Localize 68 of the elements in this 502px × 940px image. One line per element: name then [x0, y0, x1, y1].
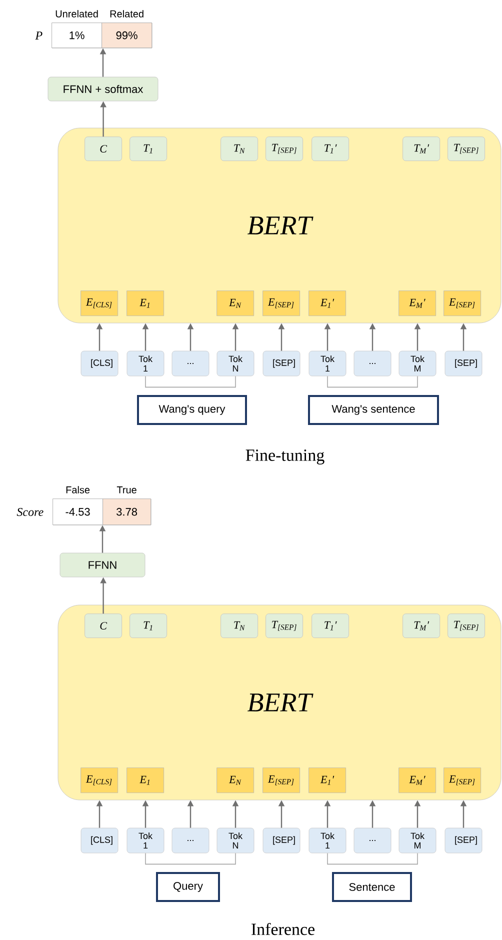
bracket-line	[327, 852, 418, 865]
output-embedding-box: T$_{M}$′	[402, 136, 440, 161]
output-embedding-box: C	[84, 136, 122, 161]
token-box: ...	[172, 350, 210, 376]
token-box: Tok 1	[126, 350, 164, 376]
token-box: [SEP]	[444, 828, 482, 854]
bracket-line	[327, 376, 418, 388]
output-embedding-box: T$_{1}$	[130, 136, 167, 161]
bracket-line	[145, 852, 236, 865]
column-header: True	[116, 486, 136, 494]
input-box: Sentence	[332, 872, 412, 902]
token-box: ...	[172, 828, 210, 854]
output-cell: 3.78	[102, 498, 151, 525]
input-embedding-box: E$_{M}$′	[398, 768, 436, 793]
output-embedding-box: T$_{[SEP]}$	[266, 614, 303, 638]
output-embedding-box: T$_{N}$	[220, 136, 258, 161]
token-box: Tok N	[216, 350, 254, 376]
token-box: Tok M	[398, 350, 436, 376]
output-embedding-box: T$_{[SEP]}$	[266, 136, 303, 161]
input-embedding-box: E$_{[SEP]}$	[262, 768, 300, 793]
layer-box: FFNN	[60, 552, 146, 578]
token-box: ...	[354, 350, 392, 376]
column-header: Unrelated	[56, 10, 98, 18]
input-embedding-box: E$_{1}$	[126, 290, 164, 316]
output-embedding-box: T$_{1}$′	[312, 136, 349, 161]
input-embedding-box: E$_{[CLS]}$	[80, 290, 118, 316]
output-embedding-box: T$_{[SEP]}$	[448, 614, 485, 638]
token-box: Tok M	[398, 828, 436, 854]
token-box: [SEP]	[262, 350, 300, 376]
input-embedding-box: E$_{[SEP]}$	[262, 290, 300, 316]
output-embedding-box: T$_{[SEP]}$	[448, 136, 485, 161]
token-box: Tok N	[216, 828, 254, 854]
output-embedding-box: T$_{M}$′	[402, 614, 440, 638]
output-cell: 1%	[52, 22, 102, 48]
input-embedding-box: E$_{1}$′	[308, 768, 346, 793]
input-box: Wang's sentence	[308, 395, 439, 425]
token-box: [SEP]	[262, 828, 300, 854]
column-header: False	[66, 486, 90, 494]
output-embedding-box: C	[84, 614, 122, 638]
input-box: Query	[156, 872, 220, 902]
panel-title: Inference	[252, 922, 314, 936]
input-embedding-box: E$_{[SEP]}$	[444, 290, 481, 316]
token-box: Tok 1	[126, 828, 164, 854]
output-cell: -4.53	[52, 498, 103, 525]
output-embedding-box: T$_{1}$	[130, 614, 167, 638]
output-cell: 99%	[102, 22, 152, 48]
input-embedding-box: E$_{1}$′	[308, 290, 346, 316]
input-embedding-box: E$_{1}$	[126, 768, 164, 793]
input-box: Wang's query	[137, 395, 247, 425]
input-embedding-box: E$_{N}$	[216, 768, 254, 793]
row-label: Score	[16, 508, 44, 516]
output-embedding-box: T$_{N}$	[220, 614, 258, 638]
bracket-line	[145, 376, 236, 388]
token-box: Tok 1	[308, 828, 346, 854]
token-box: ...	[354, 828, 392, 854]
input-embedding-box: E$_{N}$	[216, 290, 254, 316]
row-label: P	[35, 32, 42, 40]
token-box: [CLS]	[80, 828, 118, 854]
output-embedding-box: T$_{1}$′	[312, 614, 349, 638]
token-box: [SEP]	[444, 350, 482, 376]
column-header: Related	[110, 10, 144, 18]
layer-box: FFNN + softmax	[48, 76, 158, 102]
panel-title: Fine-tuning	[246, 450, 324, 464]
token-box: [CLS]	[80, 350, 118, 376]
token-box: Tok 1	[308, 350, 346, 376]
input-embedding-box: E$_{[CLS]}$	[80, 768, 118, 793]
input-embedding-box: E$_{[SEP]}$	[444, 768, 481, 793]
input-embedding-box: E$_{M}$′	[398, 290, 436, 316]
